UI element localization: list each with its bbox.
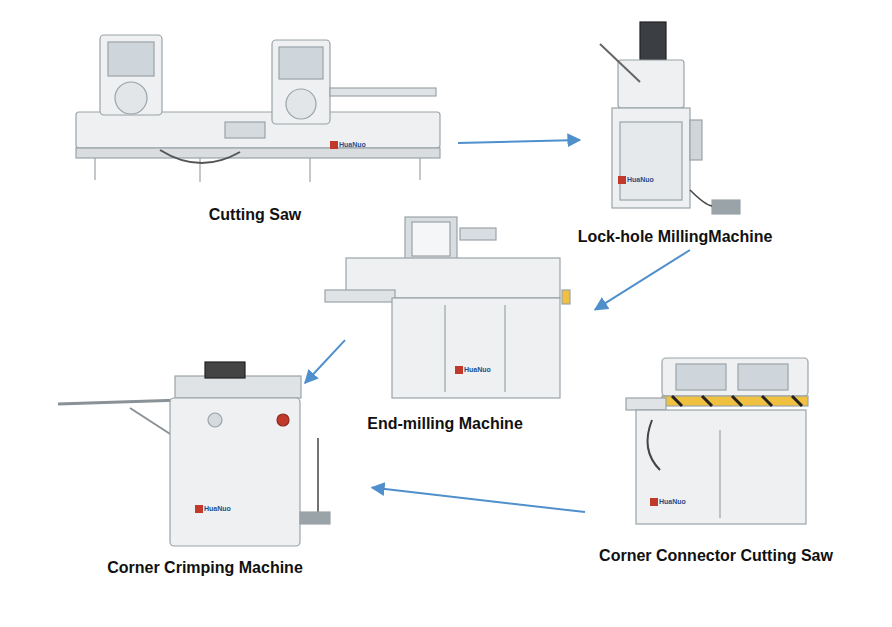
machine-part bbox=[626, 398, 666, 410]
machine-part bbox=[419, 158, 420, 180]
machine-part bbox=[195, 505, 203, 513]
machine-part bbox=[650, 498, 658, 506]
machine-label: End-milling Machine bbox=[367, 414, 523, 434]
machine-label: Lock-hole MillingMachine bbox=[578, 227, 773, 247]
machine-part bbox=[277, 414, 289, 426]
machine-part bbox=[702, 396, 712, 406]
machine-node: Corner Crimping Machine bbox=[55, 352, 355, 578]
machine-part bbox=[225, 122, 265, 138]
logo-marks bbox=[195, 141, 658, 513]
machine-part bbox=[405, 217, 457, 261]
machine-part bbox=[330, 141, 338, 149]
machine-part bbox=[620, 122, 682, 200]
machine-node: End-milling Machine bbox=[320, 212, 570, 434]
machine-label: Corner Crimping Machine bbox=[107, 558, 303, 578]
brand-logo: HuaNuo bbox=[627, 176, 654, 184]
machine-part bbox=[648, 420, 661, 470]
machine-part bbox=[100, 35, 162, 115]
flow-arrow bbox=[372, 488, 585, 512]
machine-part bbox=[636, 410, 806, 524]
machine-part bbox=[160, 150, 240, 163]
machine-label: Cutting Saw bbox=[209, 205, 301, 225]
brand-logo: HuaNuo bbox=[659, 498, 686, 506]
machine-part bbox=[309, 158, 310, 182]
machine-part bbox=[108, 42, 154, 76]
flow-arrow bbox=[305, 340, 345, 383]
machine-part bbox=[618, 176, 626, 184]
brand-logo: HuaNuo bbox=[339, 141, 366, 149]
machine-part bbox=[272, 40, 330, 124]
machine-part bbox=[279, 47, 323, 79]
machine-part bbox=[738, 364, 788, 390]
machine-part bbox=[455, 366, 463, 374]
machine-part bbox=[504, 305, 505, 392]
machine-part bbox=[690, 120, 702, 160]
machine-part bbox=[170, 398, 300, 546]
brand-logo: HuaNuo bbox=[204, 505, 231, 513]
machine-part bbox=[600, 44, 640, 82]
machine-node: Corner Connector Cutting Saw bbox=[585, 352, 847, 566]
machine-part bbox=[618, 60, 684, 108]
machine-part bbox=[662, 358, 808, 396]
machine-part bbox=[676, 364, 726, 390]
machine-part bbox=[199, 158, 200, 182]
machine-part bbox=[412, 222, 450, 256]
machine-part bbox=[208, 413, 222, 427]
machine-part bbox=[94, 158, 95, 180]
machine-part bbox=[58, 400, 182, 404]
machine-part bbox=[662, 396, 808, 406]
machine-part bbox=[115, 82, 147, 114]
machine-part bbox=[612, 108, 690, 208]
machine-part bbox=[712, 200, 740, 214]
brand-logo: HuaNuo bbox=[464, 366, 491, 374]
machine-part bbox=[444, 305, 445, 392]
machine-part bbox=[460, 228, 496, 240]
cutting-saw-drawing bbox=[76, 35, 440, 182]
machine-part bbox=[392, 298, 560, 398]
machine-part bbox=[300, 512, 330, 524]
machine-part bbox=[175, 376, 301, 398]
machine-part bbox=[732, 396, 742, 406]
machine-part bbox=[205, 362, 245, 378]
machine-part bbox=[76, 112, 440, 148]
machine-part bbox=[672, 396, 682, 406]
machine-part bbox=[792, 396, 802, 406]
machine-part bbox=[762, 396, 772, 406]
end-milling-drawing bbox=[325, 217, 570, 398]
flow-arrow bbox=[458, 140, 580, 143]
machine-part bbox=[286, 89, 316, 119]
machine-node: Cutting Saw bbox=[70, 25, 440, 225]
machine-part bbox=[76, 148, 440, 158]
machine-part bbox=[640, 22, 666, 60]
machine-part bbox=[330, 88, 436, 96]
machine-part bbox=[719, 430, 720, 518]
machine-part bbox=[690, 190, 712, 206]
corner-crimping-drawing bbox=[58, 362, 330, 546]
machine-part bbox=[325, 290, 395, 302]
machine-part bbox=[317, 438, 319, 512]
machine-part bbox=[562, 290, 570, 304]
machine-node: Lock-hole MillingMachine bbox=[570, 35, 780, 247]
connector-saw-drawing bbox=[626, 358, 808, 524]
machine-label: Corner Connector Cutting Saw bbox=[599, 546, 833, 566]
lock-hole-milling-drawing bbox=[600, 22, 740, 214]
flow-arrow bbox=[595, 250, 690, 310]
